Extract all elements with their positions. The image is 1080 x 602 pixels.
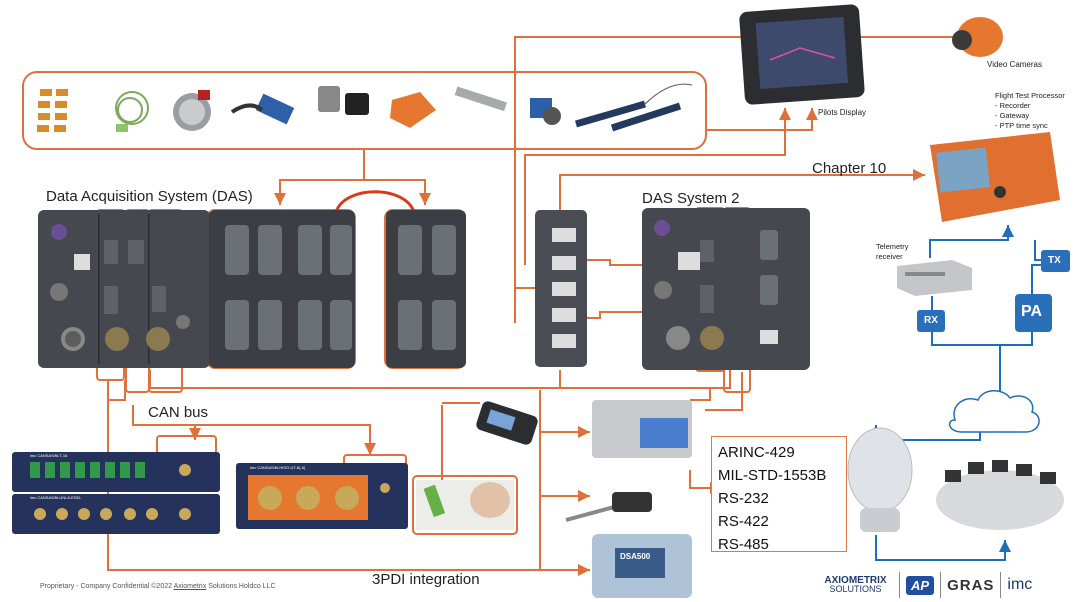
protocol-list: ARINC-429 MIL-STD-1553B RS-232 RS-422 RS… <box>711 436 847 553</box>
module-label-2: imc CANSAS/fit-UNI-8-ESEL <box>30 495 82 500</box>
satellite-dish <box>847 427 913 532</box>
pressure-sensor-icon <box>173 90 211 131</box>
sensors-group <box>22 71 707 150</box>
footer-text-after: Solutions Holdco LLC <box>206 583 276 590</box>
can-module-stack <box>12 452 220 534</box>
thermocouple-icon <box>115 91 149 132</box>
displacement-sensor-icon <box>530 98 561 125</box>
chapter10-label: Chapter 10 <box>812 160 887 177</box>
video-camera-icon <box>952 17 1003 57</box>
axiometrix-logo-line2: SOLUTIONS <box>829 584 882 594</box>
axiometrix-logo-line1: AXIOMETRIX <box>824 575 887 586</box>
recorder-chip-label: DSA500 <box>620 552 651 561</box>
recorder-image <box>592 534 692 598</box>
arinc-interface-image <box>592 400 692 458</box>
temperature-probe-icon <box>454 86 507 112</box>
footer-company: Axiometrix <box>173 583 207 590</box>
pilots-display-label: Pilots Display <box>818 108 867 117</box>
logo-divider <box>899 572 900 598</box>
video-cameras-label: Video Cameras <box>987 60 1042 69</box>
strain-gauge-icon <box>37 89 68 132</box>
rx-label: RX <box>924 315 938 326</box>
logo-divider <box>1000 572 1002 598</box>
tx-badge <box>1041 250 1070 272</box>
pa-amplifier <box>1015 294 1052 332</box>
gras-logo: GRAS <box>947 576 995 594</box>
protocol-mil-std: MIL-STD-1553B <box>718 467 827 484</box>
flight-test-processor <box>930 132 1060 222</box>
footer-text-before: Proprietary - Company Confidential ©2022 <box>40 583 174 590</box>
footer-copyright: Proprietary - Company Confidential ©2022… <box>40 583 276 590</box>
module-label-3: imc CANSAS/fit-HISO-UT-8(-6) <box>250 465 306 470</box>
network-cloud <box>948 390 1040 433</box>
protocol-arinc: ARINC-429 <box>718 444 795 461</box>
module-label-1: imc CANSAS/fit-T-16 <box>30 453 68 458</box>
das-system-2 <box>642 208 810 370</box>
current-clamp-icon <box>230 93 295 125</box>
fiber-connector-image <box>416 480 514 530</box>
pdi-label: 3PDI integration <box>372 571 480 588</box>
pressure-belt-icon <box>575 83 693 132</box>
telemetry-receiver <box>897 260 972 296</box>
pa-label: PA <box>1021 303 1043 320</box>
ftp-title: Flight Test Processor <box>995 91 1065 100</box>
pitot-probe-image <box>565 492 652 522</box>
accelerometer-icon <box>318 86 369 115</box>
logo-bar: AXIOMETRIX SOLUTIONS AP GRAS imc <box>818 568 1080 602</box>
flight-test-processor-label: Flight Test Processor - Recorder - Gatew… <box>995 91 1065 131</box>
imc-logo: imc <box>1007 576 1033 593</box>
rx-badge <box>917 310 945 332</box>
ftp-item-ptp: - PTP time sync <box>995 121 1048 130</box>
axiometrix-logo: AXIOMETRIX SOLUTIONS <box>818 576 893 594</box>
logo-divider <box>940 572 942 598</box>
can-bus-label: CAN bus <box>148 404 209 421</box>
network-switch <box>535 210 587 367</box>
usb-adapter-image <box>476 401 538 445</box>
tx-label: TX <box>1048 255 1061 266</box>
pilots-display <box>739 4 865 105</box>
das2-title: DAS System 2 <box>642 190 740 207</box>
control-room-image <box>936 460 1064 530</box>
ftp-item-gateway: - Gateway <box>995 111 1030 120</box>
triaxial-accelerometer-icon <box>390 92 436 128</box>
can-module-hiso <box>236 463 408 529</box>
das-link-cable <box>334 190 416 213</box>
ftp-item-recorder: - Recorder <box>995 101 1031 110</box>
telemetry-receiver-label: Telemetry receiver <box>876 242 909 261</box>
protocol-rs422: RS-422 <box>718 513 769 530</box>
protocol-rs232: RS-232 <box>718 490 769 507</box>
das-title: Data Acquisition System (DAS) <box>46 188 253 205</box>
das-system-1 <box>38 210 466 368</box>
protocol-rs485: RS-485 <box>718 536 769 553</box>
ap-logo: AP <box>906 575 935 595</box>
